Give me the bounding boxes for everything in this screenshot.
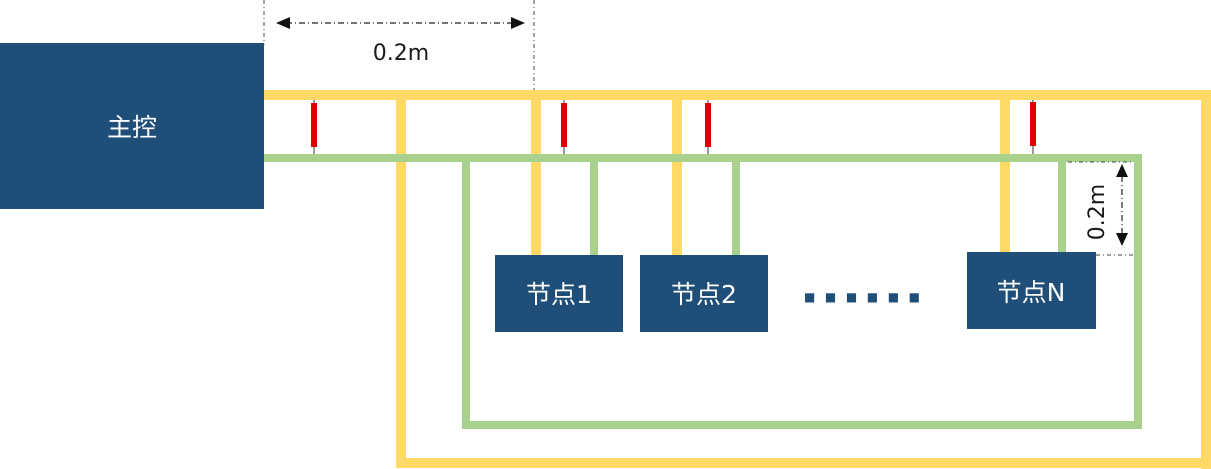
resistor-node2 [705, 100, 711, 154]
nodes-ellipsis: ■■■■■■ [804, 290, 920, 304]
dimension-horizontal-label: 0.2m [373, 41, 429, 66]
node-box-2: 节点2 [640, 255, 768, 332]
resistor-nodeN [1030, 100, 1036, 154]
node-label-1: 节点1 [526, 280, 592, 309]
node-label-n: 节点N [997, 278, 1066, 307]
dimension-vertical: 0.2m [1068, 161, 1134, 256]
node-box-n: 节点N [967, 252, 1096, 329]
master-label: 主控 [107, 113, 157, 142]
resistor-master [311, 100, 317, 154]
resistors [311, 100, 1036, 154]
node-label-2: 节点2 [671, 280, 737, 309]
master-box: 主控 [0, 43, 264, 209]
arrow-right [511, 17, 525, 29]
arrow-down [1116, 233, 1128, 246]
dimension-horizontal: 0.2m [263, 0, 535, 90]
arrow-left [276, 17, 290, 29]
dimension-vertical-label: 0.2m [1085, 184, 1110, 240]
node-box-1: 节点1 [495, 255, 623, 332]
resistor-node1 [561, 100, 567, 154]
arrow-up [1116, 164, 1128, 177]
green-bus [264, 154, 1142, 429]
